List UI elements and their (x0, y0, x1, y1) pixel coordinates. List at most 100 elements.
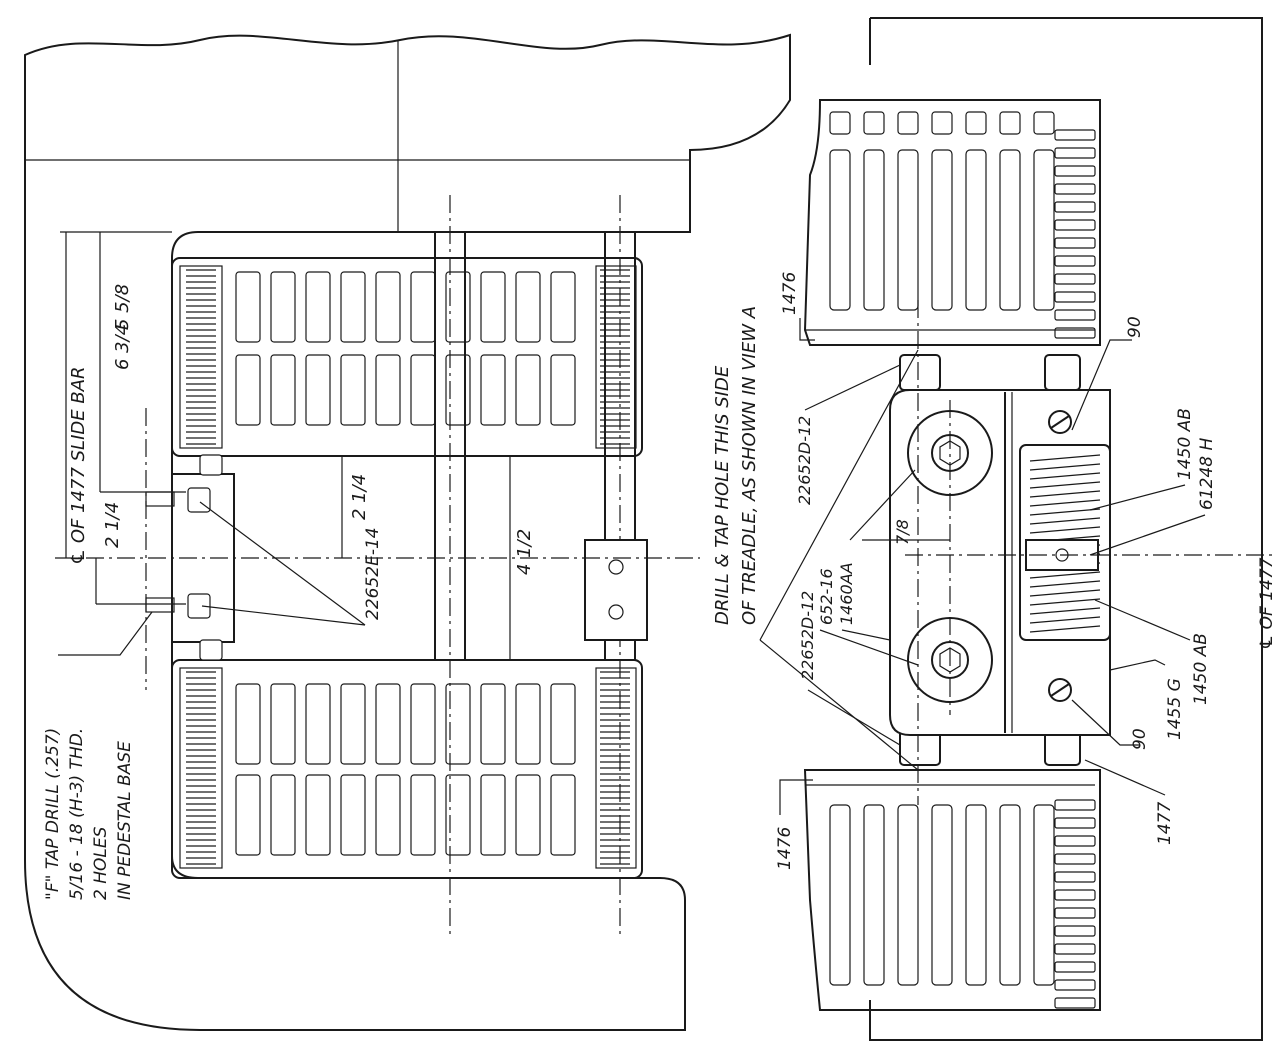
spring-coil (1029, 463, 1101, 471)
grate-slot (410, 271, 436, 343)
spring-coil (1029, 625, 1101, 633)
tap-drill-note-line1: "F" TAP DRILL (.257) (43, 728, 63, 900)
spring-coil (1029, 526, 1101, 534)
side-block-screw-bottom (608, 604, 624, 620)
grate-tooth (1054, 979, 1096, 991)
grate-slot (515, 774, 541, 856)
part-22652d-top: 22652D-12 (795, 416, 814, 505)
grate-slot (1033, 804, 1055, 986)
grate-slot (445, 683, 471, 765)
grate-slot (445, 354, 471, 426)
pedestal-outline (24, 33, 791, 1031)
grate-slot (550, 683, 576, 765)
spring-coil (1029, 571, 1101, 579)
spring-coil (1029, 454, 1101, 462)
grate-slot (445, 271, 471, 343)
spring-housing (1019, 444, 1111, 641)
spring-coil (1029, 607, 1101, 615)
grate-tooth (1054, 327, 1096, 339)
left-view (24, 33, 791, 1031)
grate-tooth (1054, 889, 1096, 901)
part-90-bottom: 90 (1130, 728, 1150, 750)
grate-slot (305, 271, 331, 343)
spring-coil (1029, 598, 1101, 606)
grate-slot (829, 804, 851, 986)
grate-slot (375, 774, 401, 856)
part-90-top: 90 (1125, 316, 1145, 338)
grate-tooth (829, 111, 851, 135)
grate-tooth (1054, 183, 1096, 195)
grate-tooth (1054, 925, 1096, 937)
spring-coil (1029, 517, 1101, 525)
cl-1477-label: ℄ OF 1477 (1257, 557, 1277, 650)
grate-slot (305, 774, 331, 856)
slide-bar-dim-label: ℄ OF 1477 SLIDE BAR (68, 366, 89, 565)
grate-tooth (999, 111, 1021, 135)
tap-drill-note-line2: 5/16 - 18 (H-3) THD. (67, 728, 87, 900)
grate-slot (999, 804, 1021, 986)
grate-tooth (1054, 255, 1096, 267)
upper-treadle (171, 257, 643, 457)
tap-drill-note-line4: IN PEDESTAL BASE (115, 741, 135, 900)
dim-right-label: 2 1/4 (349, 474, 370, 520)
grate-tooth (1054, 219, 1096, 231)
dim-outer-label: 6 3/4 (112, 324, 133, 370)
grate-slot (375, 271, 401, 343)
grate-tooth (965, 111, 987, 135)
grate-slot (829, 149, 851, 311)
grate-slot (410, 354, 436, 426)
grate-slot (305, 354, 331, 426)
part-22652d-bottom: 22652D-12 (798, 591, 817, 680)
dim-7-8-label: 7/8 (893, 519, 912, 545)
spring-coil (1029, 508, 1101, 516)
grate-slot (340, 271, 366, 343)
grate-slot (410, 774, 436, 856)
spring-coil (1029, 589, 1101, 597)
grate-slot (270, 683, 296, 765)
grate-slot (305, 683, 331, 765)
side-block (584, 539, 648, 641)
grate-tooth (1054, 165, 1096, 177)
set-screw-bottom (1048, 678, 1072, 702)
part-1450ab-right: 1450 AB (1191, 633, 1211, 705)
grate-slot (863, 804, 885, 986)
grate-slot (410, 683, 436, 765)
grate-slot (480, 683, 506, 765)
grate-slot (931, 149, 953, 311)
grate-tooth (863, 111, 885, 135)
grate-slot (270, 271, 296, 343)
bolt-part-label: 22652E-14 (363, 527, 383, 620)
grate-slot (515, 354, 541, 426)
spring-coil (1029, 481, 1101, 489)
grate-tooth (1054, 943, 1096, 955)
grate-tooth (1054, 853, 1096, 865)
grate-tooth (1054, 237, 1096, 249)
part-1476-bottom: 1476 (775, 827, 795, 870)
grate-slot (235, 683, 261, 765)
tap-drill-note: "F" TAP DRILL (.257) 5/16 - 18 (H-3) THD… (43, 728, 135, 900)
tap-drill-note-line3: 2 HOLES (91, 826, 111, 900)
grate-tooth (1054, 961, 1096, 973)
part-1477: 1477 (1155, 802, 1175, 845)
grate-slot (999, 149, 1021, 311)
spring-coil (1029, 472, 1101, 480)
right-lower-treadle (803, 769, 1101, 1011)
grate-tooth (1054, 273, 1096, 285)
dim-inner-label: 5 5/8 (112, 284, 133, 330)
grate-slot (340, 354, 366, 426)
grate-tooth (1054, 147, 1096, 159)
part-1450ab-top: 1450 AB (1175, 408, 1195, 480)
part-1455g: 1455 G (1165, 678, 1185, 740)
grate-tooth (1054, 997, 1096, 1009)
grate-slot (515, 683, 541, 765)
drill-note-line1: DRILL & TAP HOLE THIS SIDE (712, 365, 733, 625)
grate-slot (965, 804, 987, 986)
drill-note-line2: OF TREADLE, AS SHOWN IN VIEW A (739, 306, 760, 625)
grate-slot (1033, 149, 1055, 311)
right-view (759, 17, 1275, 1041)
grate-slot (480, 354, 506, 426)
grate-slot (897, 804, 919, 986)
grate-slot (235, 271, 261, 343)
spring-coil (1029, 490, 1101, 498)
